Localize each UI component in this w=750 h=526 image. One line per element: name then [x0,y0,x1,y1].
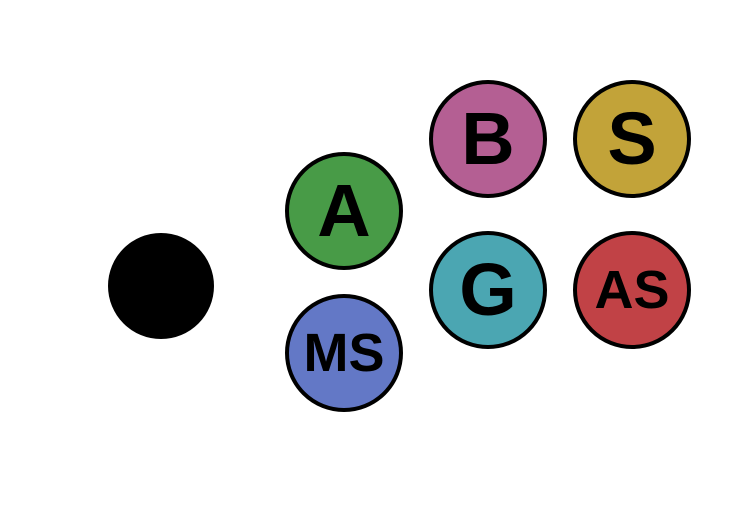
joystick[interactable] [108,233,214,339]
as-button[interactable]: AS [573,231,691,349]
a-button-label: A [317,169,371,252]
s-button[interactable]: S [573,80,691,198]
s-button-label: S [607,97,657,180]
b-button-label: B [461,97,515,180]
b-button[interactable]: B [429,80,547,198]
g-button-label: G [459,248,517,331]
ms-button-label: MS [303,323,385,383]
ms-button[interactable]: MS [285,294,403,412]
as-button-label: AS [594,260,670,320]
a-button[interactable]: A [285,152,403,270]
g-button[interactable]: G [429,231,547,349]
